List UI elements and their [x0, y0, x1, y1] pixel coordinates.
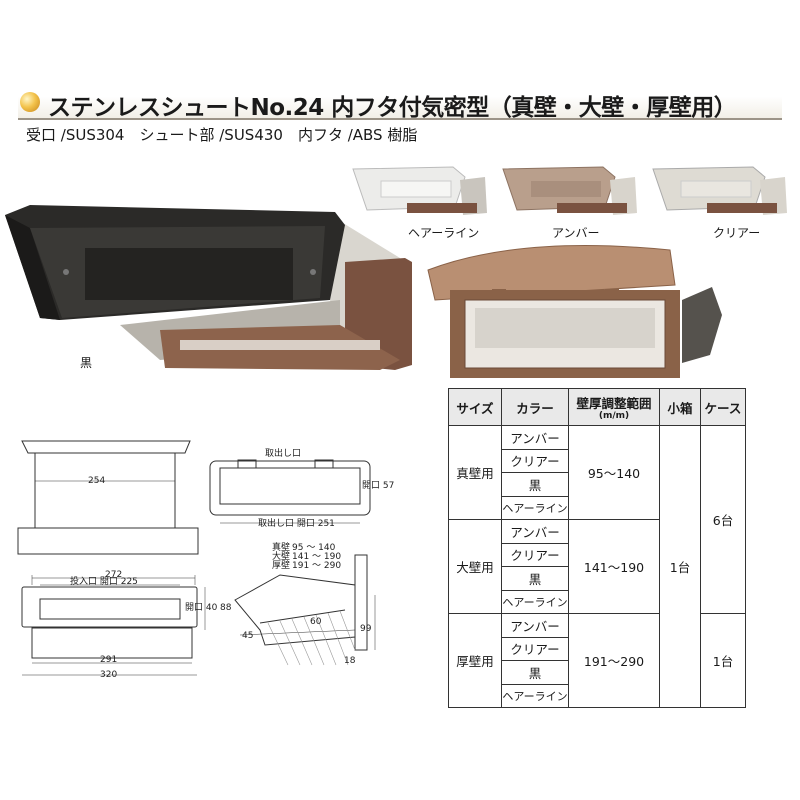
- range-cell-3: 191〜290: [568, 613, 660, 708]
- dim-88: 88: [220, 603, 232, 613]
- size-cell-3: 厚壁用: [448, 613, 502, 708]
- dim-range-2: 141 〜 190: [292, 552, 341, 562]
- variant-caption-hairline: ヘアーライン: [408, 226, 480, 240]
- color-cell: クリアー: [501, 448, 569, 473]
- color-cell: 黒: [501, 472, 569, 497]
- case-cell-2: 1台: [700, 613, 746, 708]
- size-cell-1: 真壁用: [448, 425, 502, 520]
- clear-variant-photo: [652, 166, 787, 215]
- dim-open-40: 開口 40: [185, 602, 218, 613]
- color-cell: クリアー: [501, 542, 569, 567]
- dim-back-label: 取出し口: [265, 447, 301, 459]
- color-cell: ヘアーライン: [501, 589, 569, 614]
- dim-272: 272: [105, 570, 122, 580]
- amber-variant-photo: [502, 166, 637, 215]
- dim-320: 320: [100, 670, 117, 680]
- dim-254: 254: [88, 476, 105, 486]
- color-cell: クリアー: [501, 636, 569, 661]
- size-cell-2: 大壁用: [448, 519, 502, 614]
- dim-open-57: 開口 57: [362, 480, 394, 491]
- header-small-box: 小箱: [659, 388, 701, 426]
- dim-291: 291: [100, 655, 117, 665]
- color-cell: ヘアーライン: [501, 683, 569, 708]
- header-range-label: 壁厚調整範囲: [576, 396, 652, 411]
- dim-251: 取出し口 開口 251: [258, 517, 335, 529]
- table-header-row: サイズ カラー 壁厚調整範囲(m/m) 小箱 ケース: [448, 388, 746, 426]
- color-cell: アンバー: [501, 425, 569, 450]
- dim-range-1-name: 真壁: [272, 541, 290, 553]
- header-range-unit: (m/m): [598, 411, 630, 421]
- small-box-cell: 1台: [659, 425, 701, 708]
- range-cell-1: 95〜140: [568, 425, 660, 520]
- open-lid-product-photo: [427, 245, 722, 378]
- materials-line: 受口 /SUS304 シュート部 /SUS430 内フタ /ABS 樹脂: [26, 126, 418, 144]
- dim-range-3-name: 厚壁: [272, 559, 290, 571]
- dim-range-3: 191 〜 290: [292, 561, 341, 571]
- hairline-variant-photo: [352, 166, 487, 215]
- header-color: カラー: [501, 388, 569, 426]
- dim-range-1: 95 〜 140: [292, 543, 336, 553]
- color-cell: ヘアーライン: [501, 495, 569, 520]
- color-cell: 黒: [501, 660, 569, 685]
- dimension-drawings: 254 272 投入口 開口 225 291 320 開口 40 88 取出し口…: [17, 440, 394, 680]
- bullet-icon: [20, 92, 40, 112]
- color-cell: アンバー: [501, 613, 569, 638]
- case-cell-1: 6台: [700, 425, 746, 614]
- title-bar: [18, 82, 782, 120]
- color-cell: 黒: [501, 566, 569, 591]
- main-product-photo: [5, 205, 412, 370]
- page-title: ステンレスシュートNo.24 内フタ付気密型（真壁・大壁・厚壁用）: [48, 95, 737, 121]
- variant-caption-clear: クリアー: [713, 226, 761, 240]
- dim-slot-label: 投入口 開口 225: [70, 575, 138, 587]
- main-color-caption: 黒: [80, 356, 93, 370]
- header-size: サイズ: [448, 388, 502, 426]
- dim-45: 45: [242, 631, 253, 641]
- dim-60: 60: [310, 617, 322, 627]
- variant-caption-amber: アンバー: [552, 226, 600, 240]
- dim-range-2-name: 大壁: [272, 550, 290, 562]
- spec-table: サイズ カラー 壁厚調整範囲(m/m) 小箱 ケース 真壁用 アンバー 95〜1…: [448, 388, 746, 708]
- range-cell-2: 141〜190: [568, 519, 660, 614]
- color-cell: アンバー: [501, 519, 569, 544]
- header-case: ケース: [700, 388, 746, 426]
- dim-18: 18: [344, 656, 356, 666]
- header-range: 壁厚調整範囲(m/m): [568, 388, 660, 426]
- dim-99: 99: [360, 624, 372, 634]
